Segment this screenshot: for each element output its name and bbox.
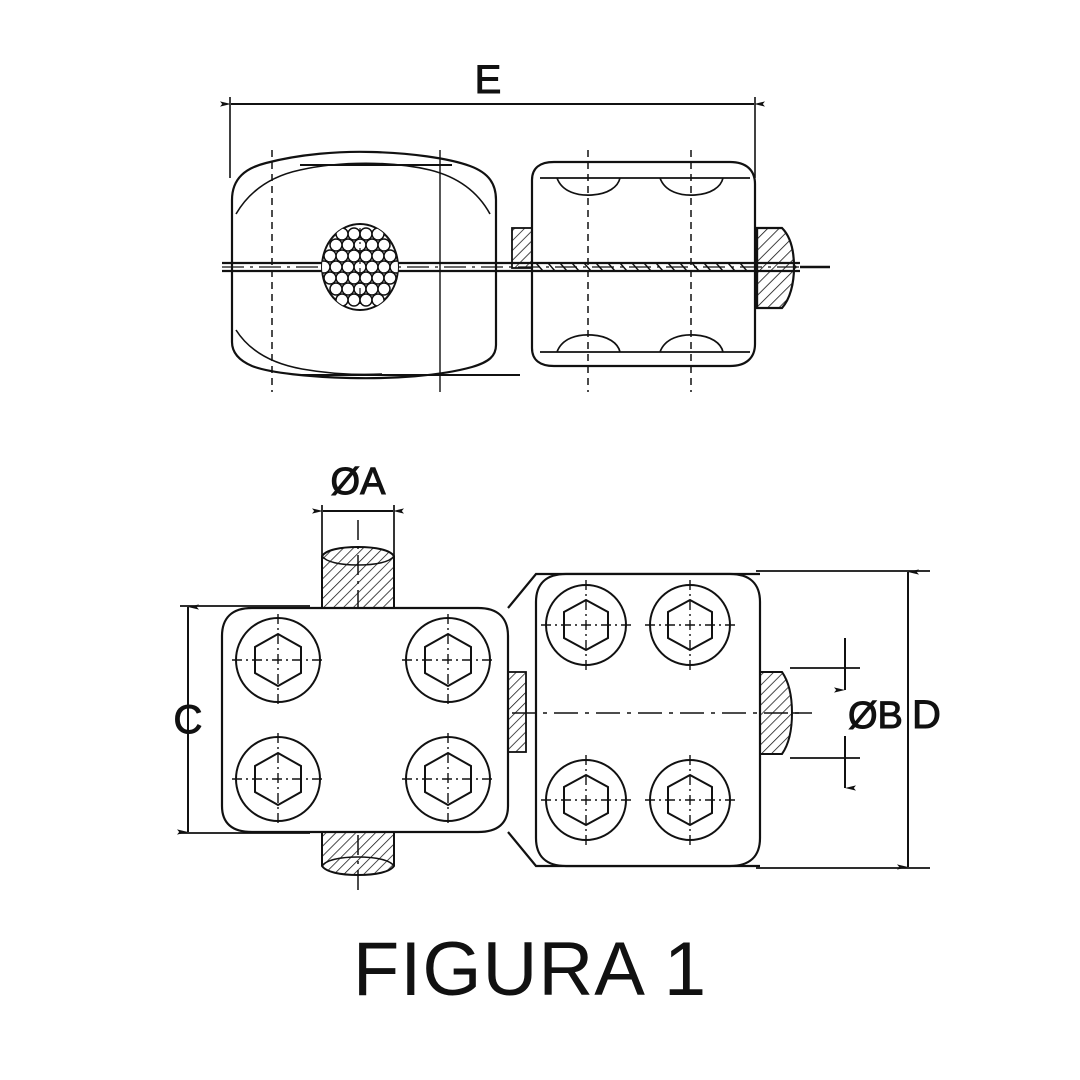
bolt-right-plate-top-right	[645, 580, 735, 670]
bottom-view-group: ØA C	[173, 461, 941, 890]
bolt-axis-dot	[793, 265, 797, 269]
dimension-D-label: D	[912, 693, 941, 737]
dimension-B-label: ØB	[848, 695, 903, 737]
left-plate	[220, 606, 527, 834]
dimension-B: ØB	[790, 638, 903, 791]
bolt-ellipse-top-right	[659, 177, 724, 196]
bolt-hex-head	[424, 751, 472, 807]
bolt-left-plate-top-right	[402, 614, 494, 706]
wire-rope-lower-ellipse	[321, 856, 395, 867]
bolt-right-plate-top-left	[541, 580, 631, 670]
bolt-hex-head	[424, 632, 472, 688]
dimension-D: D	[756, 569, 941, 870]
bolt-ellipse-bottom-left	[556, 334, 621, 353]
bolt-left-plate-bottom-left	[232, 733, 324, 825]
bolt-right-plate-bottom-right	[645, 755, 735, 845]
wire-rope-strands	[322, 227, 398, 307]
bolt-hex-head	[254, 632, 302, 688]
right-clamp-body-outline	[530, 160, 757, 368]
left-plate-side-tab-hatch	[507, 671, 527, 753]
dimension-C-label: C	[174, 698, 203, 742]
dimension-C: C	[173, 604, 310, 835]
bolt-left-plate-bottom-right	[402, 733, 494, 825]
right-plate	[534, 572, 762, 868]
bolt-right-plate-bottom-left	[541, 755, 631, 845]
bolt-head-hatched-body	[755, 226, 796, 310]
left-clamp-body-outline	[230, 150, 498, 380]
bolt-ellipse-top-left	[556, 177, 621, 196]
top-view-group: E	[220, 58, 830, 392]
bolt-left-plate-top-left	[232, 614, 324, 706]
dimension-A: ØA	[312, 461, 404, 556]
left-plate-outline	[220, 606, 510, 834]
right-plate-outline	[534, 572, 762, 868]
dimension-E	[220, 97, 765, 178]
wire-rope-upper-hatch	[321, 545, 395, 609]
left-clamp-crest-upper	[235, 162, 491, 215]
bolt-hex-head	[254, 751, 302, 807]
wire-rope-cross-section	[321, 223, 399, 311]
dimension-A-label: ØA	[331, 461, 387, 503]
figure-caption: FIGURA 1	[353, 927, 707, 1012]
bolt-head-top-view	[755, 226, 796, 310]
thread-hatching	[535, 262, 748, 272]
dimension-E-label: E	[475, 58, 502, 102]
bolt-ellipse-bottom-right	[659, 334, 724, 353]
